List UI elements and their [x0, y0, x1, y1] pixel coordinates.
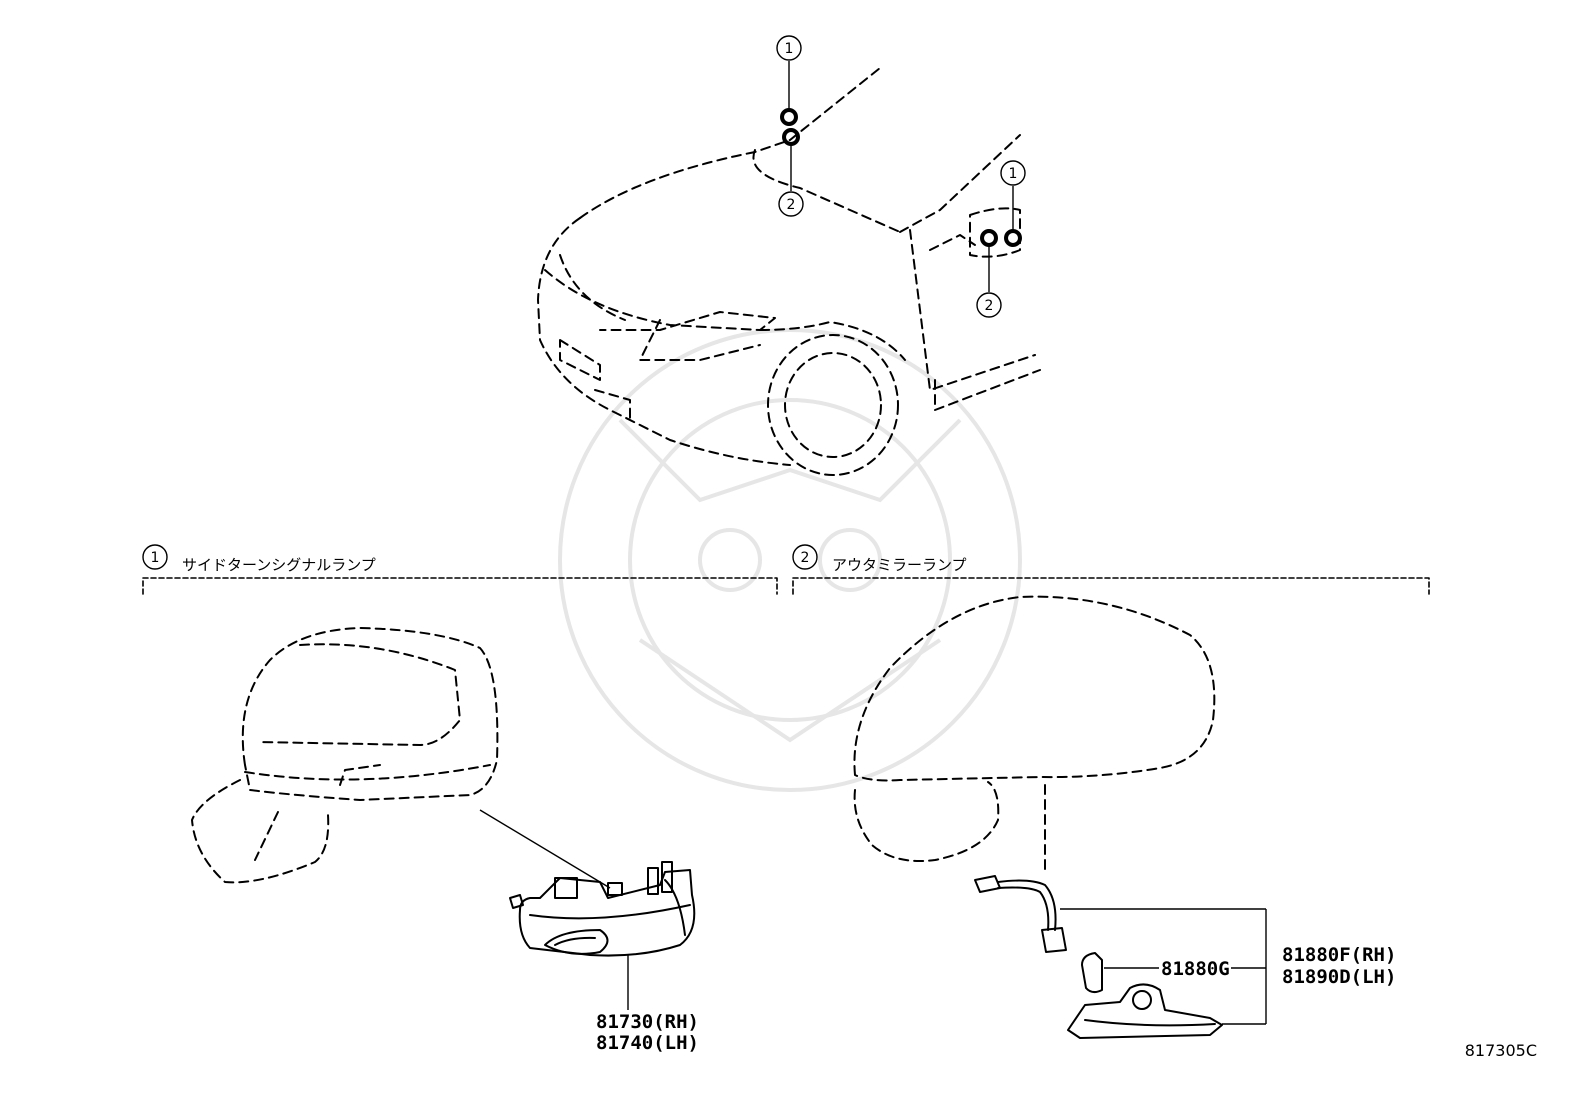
part-number-mirror-lamp-rh: 81880F(RH)	[1282, 944, 1396, 966]
car-front-illustration	[537, 67, 1041, 476]
callout-badge-side-2: 2	[976, 292, 1002, 318]
svg-text:1: 1	[785, 41, 794, 57]
callout-badge-top-2: 2	[778, 191, 804, 217]
section-bracket-2	[792, 577, 1430, 595]
svg-text:2: 2	[787, 197, 796, 213]
outer-mirror-illustration	[853, 595, 1216, 871]
section-header-2: 2 アウタミラーランプ	[792, 544, 967, 574]
side-mirror-turn-signal-illustration	[191, 627, 611, 889]
section-bracket-1	[142, 577, 778, 595]
section-title-2: アウタミラーランプ	[832, 556, 967, 574]
svg-text:1: 1	[1009, 166, 1018, 182]
mirror-lamp-bulb	[1081, 952, 1266, 994]
svg-text:2: 2	[985, 298, 994, 314]
part-number-turn-signal-rh: 81730(RH)	[596, 1011, 699, 1033]
diagram-code: 817305C	[1465, 1041, 1537, 1060]
svg-text:2: 2	[801, 550, 810, 566]
part-number-mirror-lamp-lh: 81890D(LH)	[1282, 966, 1396, 988]
turn-signal-lamp-part	[509, 861, 696, 1010]
callout-badge-side-1: 1	[1000, 160, 1026, 186]
section-header-1: 1 サイドターンシグナルランプ	[142, 544, 376, 574]
callout-badge-top-1: 1	[776, 35, 802, 61]
svg-text:1: 1	[151, 550, 160, 566]
section-title-1: サイドターンシグナルランプ	[182, 556, 376, 574]
mirror-lamp-harness	[974, 875, 1266, 953]
part-number-turn-signal-lh: 81740(LH)	[596, 1032, 699, 1054]
mirror-lamp-housing	[1067, 983, 1266, 1039]
part-number-bulb: 81880G	[1161, 958, 1230, 980]
car-callout-markers	[780, 61, 1022, 292]
watermark-emblem	[558, 328, 1022, 792]
